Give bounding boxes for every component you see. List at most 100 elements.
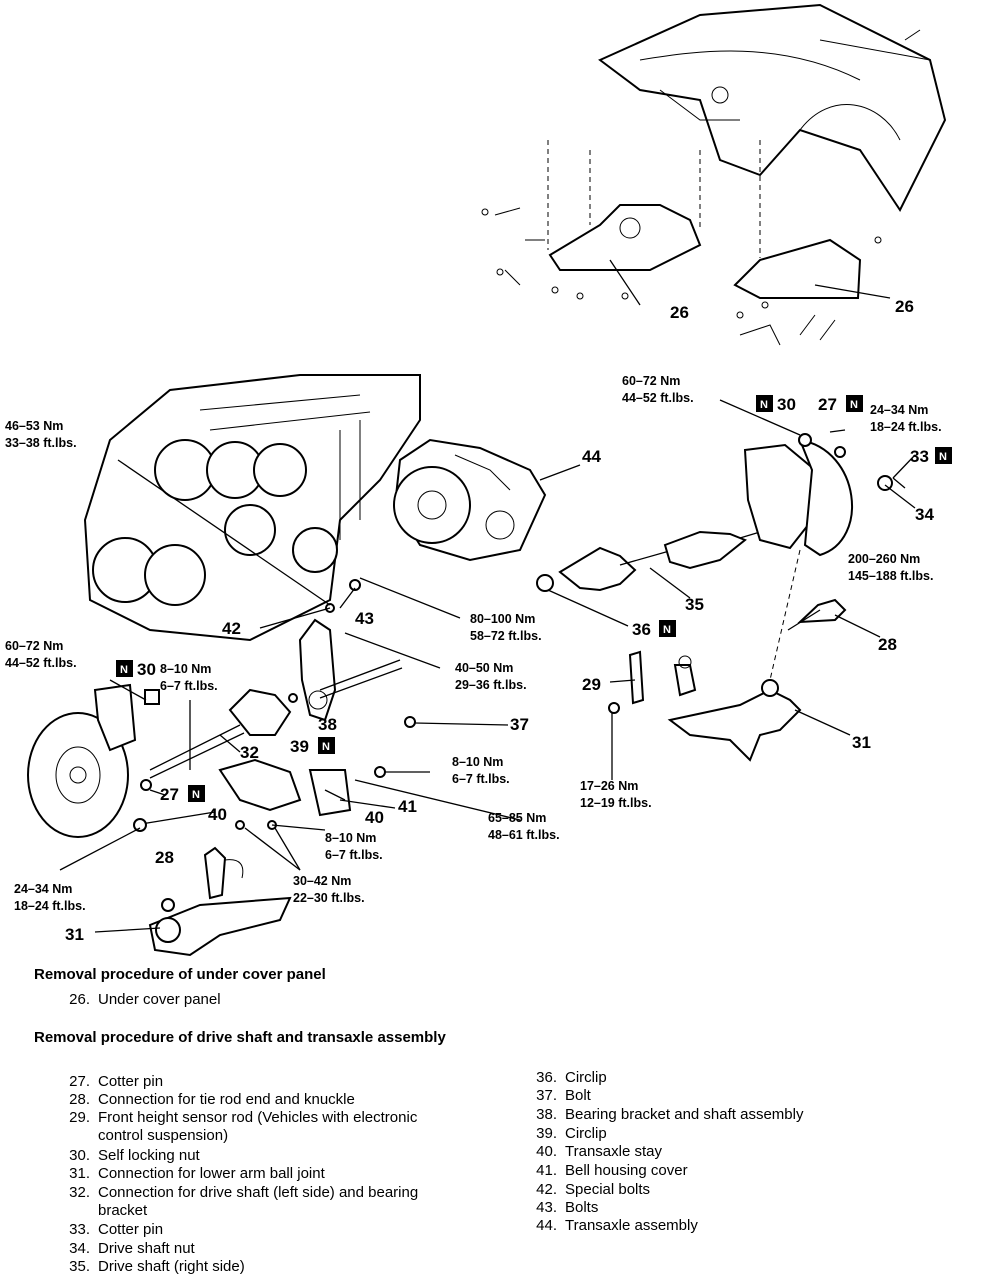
torque-ftlbs: 18–24 ft.lbs. [870,420,942,434]
torque-ftlbs: 48–61 ft.lbs. [488,828,560,842]
list-item: 39.Circlip [536,1125,607,1142]
list-item: 30.Self locking nut [69,1147,200,1164]
torque-ftlbs: 6–7 ft.lbs. [160,679,218,693]
callout-41: 41 [398,797,417,816]
list-item: 44.Transaxle assembly [536,1217,698,1234]
callout-30: 30 [777,395,796,414]
badge-n-39: N [318,737,335,754]
svg-text:N: N [192,789,200,801]
badge-n-27-left: N [188,785,205,802]
list-item: 27.Cotter pin [69,1073,164,1090]
list-item: 29.Front height sensor rod (Vehicles wit… [69,1109,418,1144]
callout-40: 40 [208,805,227,824]
callout-31: 31 [65,925,84,944]
badge-n-30-right: N [756,395,773,412]
badge-n-36: N [659,620,676,637]
right-drive-shaft-drawing [536,429,906,681]
torque-nm: 46–53 Nm [5,419,63,433]
non-reusable-badges: N N N N N N N [116,395,952,802]
torque-nm: 65–85 Nm [488,811,546,825]
callout-28: 28 [878,635,897,654]
callout-42: 42 [222,619,241,638]
section-heading-drive-shaft: Removal procedure of drive shaft and tra… [34,1029,446,1046]
list-item: 35.Drive shaft (right side) [69,1258,245,1275]
torque-nm: 24–34 Nm [870,403,928,417]
torque-nm: 8–10 Nm [325,831,376,845]
list-item: 36.Circlip [536,1069,607,1086]
svg-text:N: N [850,399,858,411]
callout-31: 31 [852,733,871,752]
list-item: 37.Bolt [536,1087,591,1104]
list-item: 33.Cotter pin [69,1221,164,1238]
torque-ftlbs: 6–7 ft.lbs. [452,772,510,786]
list-item: 31.Connection for lower arm ball joint [69,1165,325,1182]
right-lower-arm-drawing [608,598,847,762]
callout-37: 37 [510,715,529,734]
exploded-parts-diagram: 26 26 27 27 28 28 29 30 30 31 31 32 33 3… [5,3,952,957]
torque-ftlbs: 33–38 ft.lbs. [5,436,77,450]
torque-nm: 60–72 Nm [622,374,680,388]
callout-44: 44 [582,447,601,466]
torque-ftlbs: 22–30 ft.lbs. [293,891,365,905]
callout-43: 43 [355,609,374,628]
left-lower-arm-drawing [148,846,292,957]
list-item: 34.Drive shaft nut [69,1240,195,1257]
list-item: 26.Under cover panel [69,991,221,1008]
svg-text:N: N [322,741,330,753]
torque-nm: 40–50 Nm [455,661,513,675]
torque-nm: 30–42 Nm [293,874,351,888]
callout-27: 27 [160,785,179,804]
callout-39: 39 [290,737,309,756]
torque-ftlbs: 6–7 ft.lbs. [325,848,383,862]
callout-34: 34 [915,505,934,524]
torque-nm: 24–34 Nm [14,882,72,896]
badge-n-27-right: N [846,395,863,412]
left-drive-shaft-drawing [149,618,403,779]
callout-27: 27 [818,395,837,414]
torque-ftlbs: 29–36 ft.lbs. [455,678,527,692]
list-item: 43.Bolts [536,1199,599,1216]
list-item: 38.Bearing bracket and shaft assembly [536,1106,804,1123]
part-number-callouts: 26 26 27 27 28 28 29 30 30 31 31 32 33 3… [65,297,934,944]
torque-ftlbs: 44–52 ft.lbs. [622,391,694,405]
torque-ftlbs: 145–188 ft.lbs. [848,569,933,583]
callout-36: 36 [632,620,651,639]
badge-n-33: N [935,447,952,464]
vehicle-body-drawing [598,3,947,212]
diagram-canvas: 26 26 27 27 28 28 29 30 30 31 31 32 33 3… [5,3,952,957]
torque-nm: 17–26 Nm [580,779,638,793]
callout-30: 30 [137,660,156,679]
callout-26: 26 [895,297,914,316]
callout-32: 32 [240,743,259,762]
list-item: 41.Bell housing cover [536,1162,688,1179]
left-hub-drawing [27,683,216,838]
svg-text:N: N [120,664,128,676]
callout-26: 26 [670,303,689,322]
under-cover-panels-drawing [481,140,882,346]
leader-lines [59,259,916,933]
torque-nm: 60–72 Nm [5,639,63,653]
svg-text:N: N [760,399,768,411]
torque-nm: 8–10 Nm [160,662,211,676]
torque-nm: 80–100 Nm [470,612,535,626]
callout-33: 33 [910,447,929,466]
svg-text:N: N [663,624,671,636]
transaxle-stay-drawing [218,579,416,830]
torque-ftlbs: 44–52 ft.lbs. [5,656,77,670]
transaxle-drawing [393,438,547,562]
callout-40: 40 [365,808,384,827]
torque-ftlbs: 12–19 ft.lbs. [580,796,652,810]
svg-text:N: N [939,451,947,463]
engine-drawing [83,374,421,642]
callout-28: 28 [155,848,174,867]
torque-specs: 46–53 Nm 33–38 ft.lbs. 60–72 Nm 44–52 ft… [5,374,942,913]
section-heading-under-cover: Removal procedure of under cover panel [34,966,326,983]
callout-35: 35 [685,595,704,614]
torque-nm: 200–260 Nm [848,552,920,566]
list-item: 40.Transaxle stay [536,1143,662,1160]
list-item: 32.Connection for drive shaft (left side… [69,1184,419,1219]
list-item: 42.Special bolts [536,1181,651,1198]
callout-38: 38 [318,715,337,734]
torque-nm: 8–10 Nm [452,755,503,769]
list-item: 28.Connection for tie rod end and knuckl… [69,1091,355,1108]
